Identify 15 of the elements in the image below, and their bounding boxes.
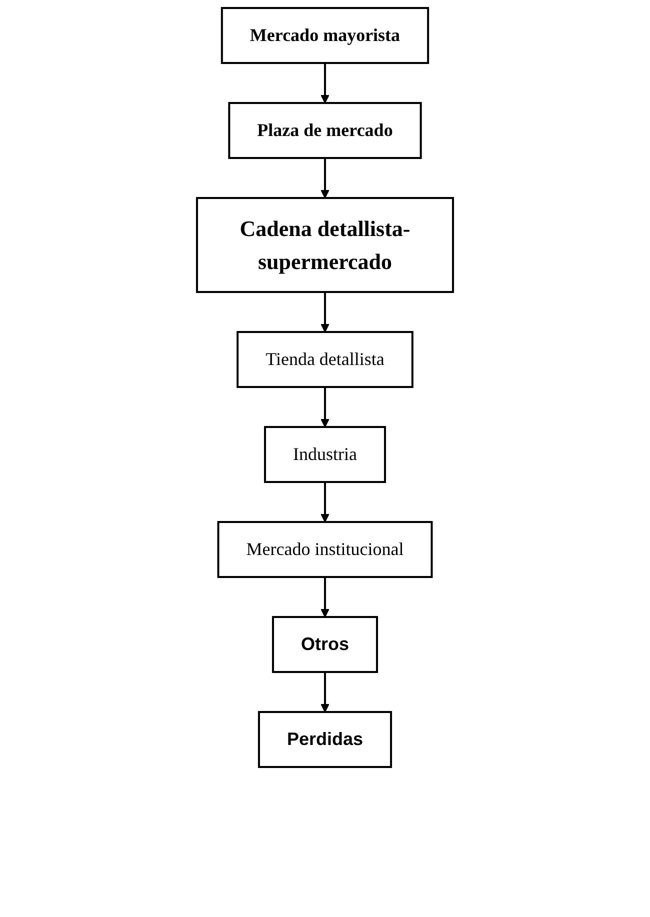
node-box: Cadena detallista-supermercado [196, 197, 454, 293]
node-box: Mercado mayorista [220, 7, 430, 64]
node-box: Otros [272, 616, 378, 673]
arrow [320, 387, 330, 428]
node-box: Plaza de mercado [228, 102, 422, 159]
node-box: Perdidas [258, 711, 392, 768]
arrow [320, 577, 330, 618]
node-box: Tienda detallista [236, 331, 414, 388]
arrow [320, 672, 330, 712]
node-box: Mercado institucional [217, 521, 433, 578]
arrow [320, 63, 330, 104]
arrow [320, 158, 330, 198]
node-box: Industria [264, 426, 386, 483]
arrow [320, 292, 330, 332]
arrow [320, 482, 330, 522]
